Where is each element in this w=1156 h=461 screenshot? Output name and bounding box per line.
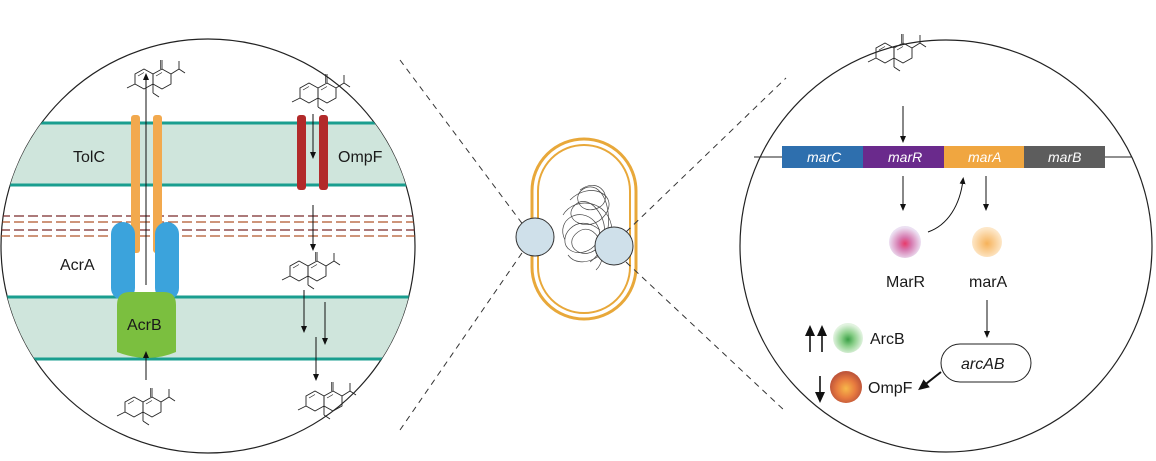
ompf-outcome-label: OmpF <box>868 380 913 397</box>
acrb-protein <box>117 292 176 358</box>
gene-mara-label: marA <box>968 149 1001 165</box>
ompf-channel <box>297 115 328 190</box>
mara-label: marA <box>969 274 1008 291</box>
acra-label: AcrA <box>60 257 95 274</box>
marr-regulation-arrow <box>927 177 966 233</box>
right-zoom-panel: marC marR marA marB MarR marA arcAB ArcB <box>739 33 1153 453</box>
ompf-protein <box>830 371 862 403</box>
left-zoom-panel: TolC OmpF AcrA AcrB <box>0 38 416 454</box>
cell-zoom-site-right <box>594 226 634 266</box>
left-zoom-circle <box>0 38 416 454</box>
tolc-label: TolC <box>73 149 105 166</box>
arcb-protein <box>833 323 863 353</box>
arcab-box <box>940 343 1032 383</box>
inner-membrane <box>1 297 415 359</box>
gene-mara <box>944 146 1024 168</box>
right-zoom-circle <box>739 39 1153 453</box>
acrb-label: AcrB <box>127 317 162 334</box>
tolc-channel <box>131 115 162 253</box>
cell-zoom-site-left <box>515 217 555 257</box>
zoom-guides <box>399 59 787 431</box>
arcab-label: arcAB <box>961 356 1005 373</box>
gene-marr <box>863 146 944 168</box>
outer-membrane <box>1 123 415 185</box>
gene-marc-label: marC <box>807 149 842 165</box>
bacterial-cell <box>515 137 638 321</box>
peptidoglycan-layer <box>1 215 415 237</box>
gene-marr-label: marR <box>888 149 922 165</box>
arcab-effect-arrow <box>918 371 942 391</box>
mar-operon: marC marR marA marB <box>782 146 1105 168</box>
ompf-label: OmpF <box>338 149 383 166</box>
mara-protein <box>972 227 1002 257</box>
marr-protein <box>889 226 921 258</box>
marr-label: MarR <box>886 274 925 291</box>
gene-marb-label: marB <box>1048 149 1081 165</box>
gene-marb <box>1024 146 1105 168</box>
gene-marc <box>782 146 863 168</box>
acra-protein <box>111 222 179 300</box>
arcb-label: ArcB <box>870 331 905 348</box>
